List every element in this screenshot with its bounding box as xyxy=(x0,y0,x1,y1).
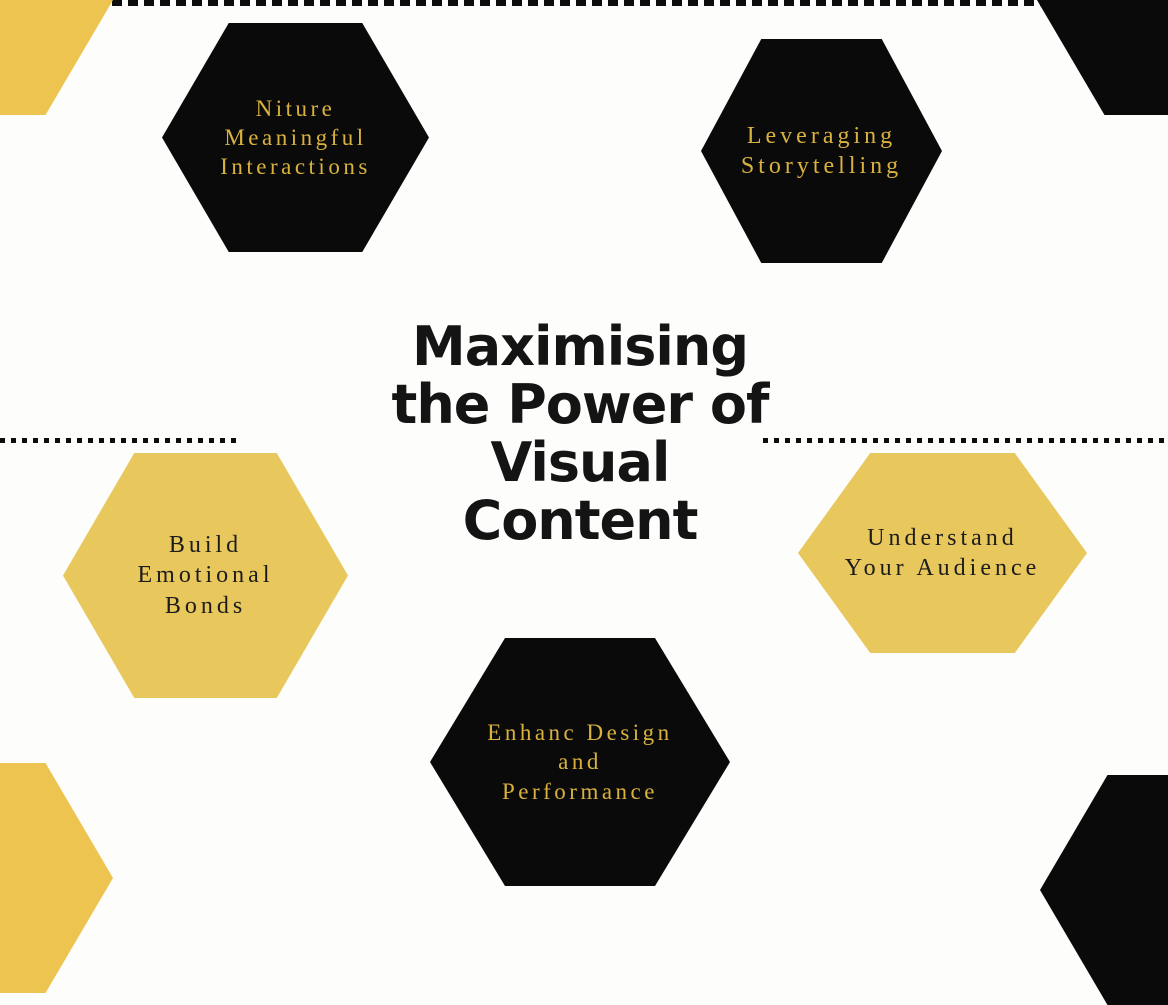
hexagon-label: Leveraging Storytelling xyxy=(741,121,902,182)
hexagon-label-line: and xyxy=(558,749,602,775)
dotted-divider-left xyxy=(0,438,237,443)
page-title-line: Visual xyxy=(490,431,671,494)
hexagon-label-line: Leveraging xyxy=(746,122,897,149)
hexagon-nurture-meaningful-interactions: Niture Meaningful Interactions xyxy=(162,23,429,252)
corner-hexagon-bottom-right xyxy=(1040,775,1168,1005)
dotted-divider-right xyxy=(763,438,1168,443)
hexagon-label: Build Emotional Bonds xyxy=(138,530,274,621)
corner-hexagon-bottom-left xyxy=(0,763,113,993)
hexagon-label-line: Interactions xyxy=(220,154,371,180)
corner-hexagon-top-right xyxy=(1037,0,1168,115)
corner-hexagon-top-left xyxy=(0,0,113,115)
hexagon-build-emotional-bonds: Build Emotional Bonds xyxy=(63,453,348,698)
hexagon-label: Niture Meaningful Interactions xyxy=(220,94,371,182)
hexagon-label-line: Build xyxy=(168,531,243,558)
hexagon-leveraging-storytelling: Leveraging Storytelling xyxy=(701,39,942,263)
page-title-line: the Power of xyxy=(391,373,770,436)
page-title-line: Content xyxy=(462,489,699,552)
hexagon-label: Understand Your Audience xyxy=(845,523,1041,584)
hexagon-label: Enhanc Design and Performance xyxy=(487,718,672,806)
page-title: Maximising the Power of Visual Content xyxy=(318,318,842,550)
hexagon-label-line: Performance xyxy=(501,778,658,804)
hexagon-enhance-design-performance: Enhanc Design and Performance xyxy=(430,638,730,886)
page-title-line: Maximising xyxy=(411,315,749,378)
hexagon-label-line: Your Audience xyxy=(844,555,1041,581)
hexagon-label-line: Storytelling xyxy=(740,153,903,179)
hexagon-label-line: Understand xyxy=(867,524,1018,551)
hexagon-label-line: Emotional xyxy=(137,562,274,589)
hexagon-label-line: Bonds xyxy=(164,592,247,619)
top-dashed-border xyxy=(0,0,1168,6)
hexagon-label-line: Enhanc Design xyxy=(487,720,673,746)
hexagon-label-line: Meaningful xyxy=(224,124,367,150)
hexagon-label-line: Niture xyxy=(255,95,336,121)
